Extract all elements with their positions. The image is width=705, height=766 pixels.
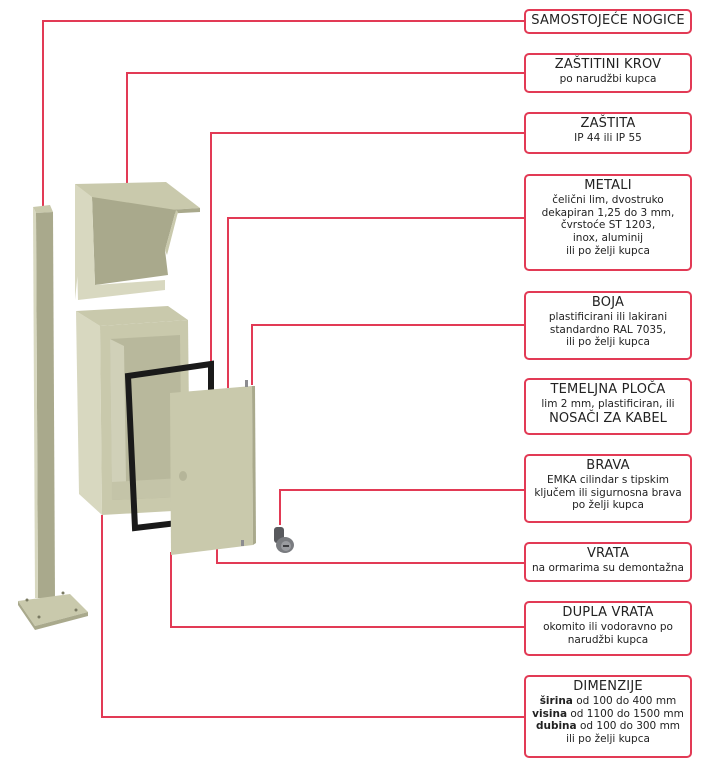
callout-line: plastificirani ili lakirani (548, 310, 668, 323)
callout-line: ili po želji kupca (566, 336, 650, 349)
callout-title: BRAVA (586, 458, 630, 473)
callout-line: EMKA cilindar s tipskim (546, 473, 670, 486)
callout-title: TEMELJNA PLOČA (550, 382, 666, 397)
callout-line: čvrstoće ST 1203, (560, 219, 656, 232)
dimension-value: od 100 do 400 mm (576, 694, 677, 707)
callout-line: dekapiran 1,25 do 3 mm, (541, 206, 675, 219)
callout-brava: BRAVA EMKA cilindar s tipskim ključem il… (524, 454, 692, 523)
leader-vrata (216, 545, 524, 564)
callout-boja: BOJA plastificirani ili lakirani standar… (524, 291, 692, 360)
callout-line: inox, aluminij (572, 232, 644, 245)
leader-boja (251, 324, 524, 385)
dimension-key: visina (532, 707, 568, 720)
callout-line: po želji kupca (572, 499, 644, 512)
callout-temeljna-ploca: TEMELJNA PLOČA lim 2 mm, plastificiran, … (524, 378, 692, 435)
dimension-row: širina od 100 do 400 mm (530, 695, 686, 708)
roof (75, 182, 200, 300)
leader-dimenzije (101, 515, 524, 718)
callout-line: lim 2 mm, plastificiran, ili (541, 397, 675, 410)
leader-brava (279, 489, 524, 525)
pole (18, 205, 88, 630)
callout-title: METALI (584, 178, 632, 193)
callout-zastitni-krov: ZAŠTITINI KROV po narudžbi kupca (524, 53, 692, 93)
callout-line: IP 44 ili IP 55 (574, 131, 642, 144)
callout-title: SAMOSTOJEĆE NOGICE (531, 13, 685, 28)
callout-title-secondary: NOSAČI ZA KABEL (549, 410, 667, 426)
dimension-row: visina od 1100 do 1500 mm (530, 708, 686, 721)
dimension-row: dubina od 100 do 300 mm (530, 720, 686, 733)
callout-metali: METALI čelični lim, dvostruko dekapiran … (524, 174, 692, 271)
callout-line: standardno RAL 7035, (549, 323, 667, 336)
callout-dimenzije: DIMENZIJE širina od 100 do 400 mm visina… (524, 675, 692, 758)
leader-krov (126, 72, 524, 184)
leader-zastita (210, 132, 524, 390)
callout-title: BOJA (591, 295, 625, 310)
leader-nogice (42, 20, 524, 207)
leader-metali (227, 217, 524, 388)
leader-dupla (170, 552, 524, 628)
callout-line: na ormarima su demontažna (532, 561, 684, 574)
callout-title: DUPLA VRATA (562, 605, 654, 620)
dimension-value: od 1100 do 1500 mm (570, 707, 684, 720)
dimension-value: od 100 do 300 mm (579, 720, 681, 733)
callout-line: po narudžbi kupca (559, 72, 657, 85)
leader-lines (42, 20, 524, 718)
callout-dupla-vrata: DUPLA VRATA okomito ili vodoravno po nar… (524, 601, 692, 656)
callout-samostojece-nogice: SAMOSTOJEĆE NOGICE (524, 9, 692, 34)
callout-line: ili po želji kupca (566, 733, 650, 746)
callout-line: ili po želji kupca (566, 245, 650, 258)
callout-vrata: VRATA na ormarima su demontažna (524, 542, 692, 582)
callout-title: DIMENZIJE (573, 679, 643, 694)
dimension-key: dubina (535, 720, 577, 733)
callout-title: ZAŠTITINI KROV (554, 57, 662, 72)
callout-line: čelični lim, dvostruko (552, 193, 664, 206)
callout-line: narudžbi kupca (567, 633, 649, 646)
callout-zastita: ZAŠTITA IP 44 ili IP 55 (524, 112, 692, 154)
dimension-key: širina (539, 694, 573, 707)
callout-line: okomito ili vodoravno po (543, 620, 673, 633)
door (170, 380, 256, 555)
lock (274, 527, 294, 553)
callout-line: ključem ili sigurnosna brava (534, 486, 682, 499)
callout-title: ZAŠTITA (580, 116, 636, 131)
callout-title: VRATA (586, 546, 630, 561)
